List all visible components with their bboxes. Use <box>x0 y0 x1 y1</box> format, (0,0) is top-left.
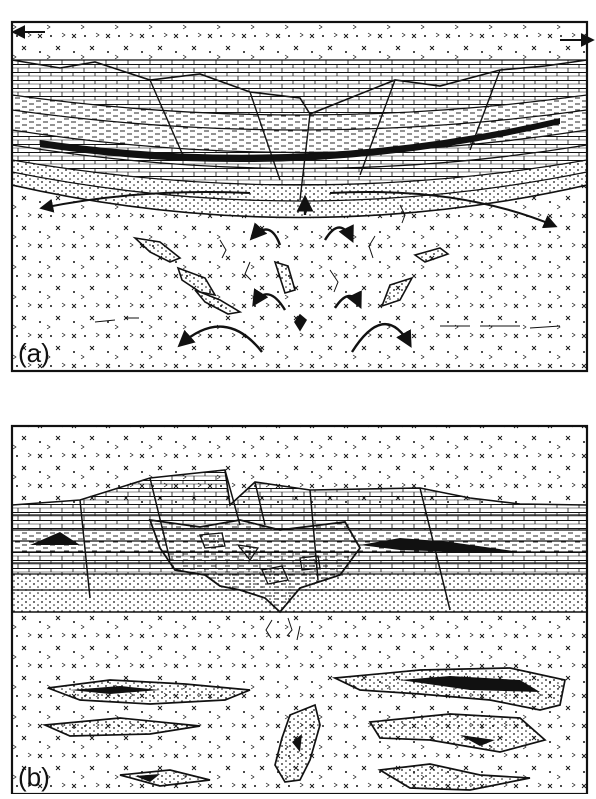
panel-b: (b) <box>12 426 587 794</box>
panel-b-label: (b) <box>18 762 50 792</box>
panel-a: (a) <box>12 22 592 371</box>
panel-a-label: (a) <box>18 338 50 368</box>
